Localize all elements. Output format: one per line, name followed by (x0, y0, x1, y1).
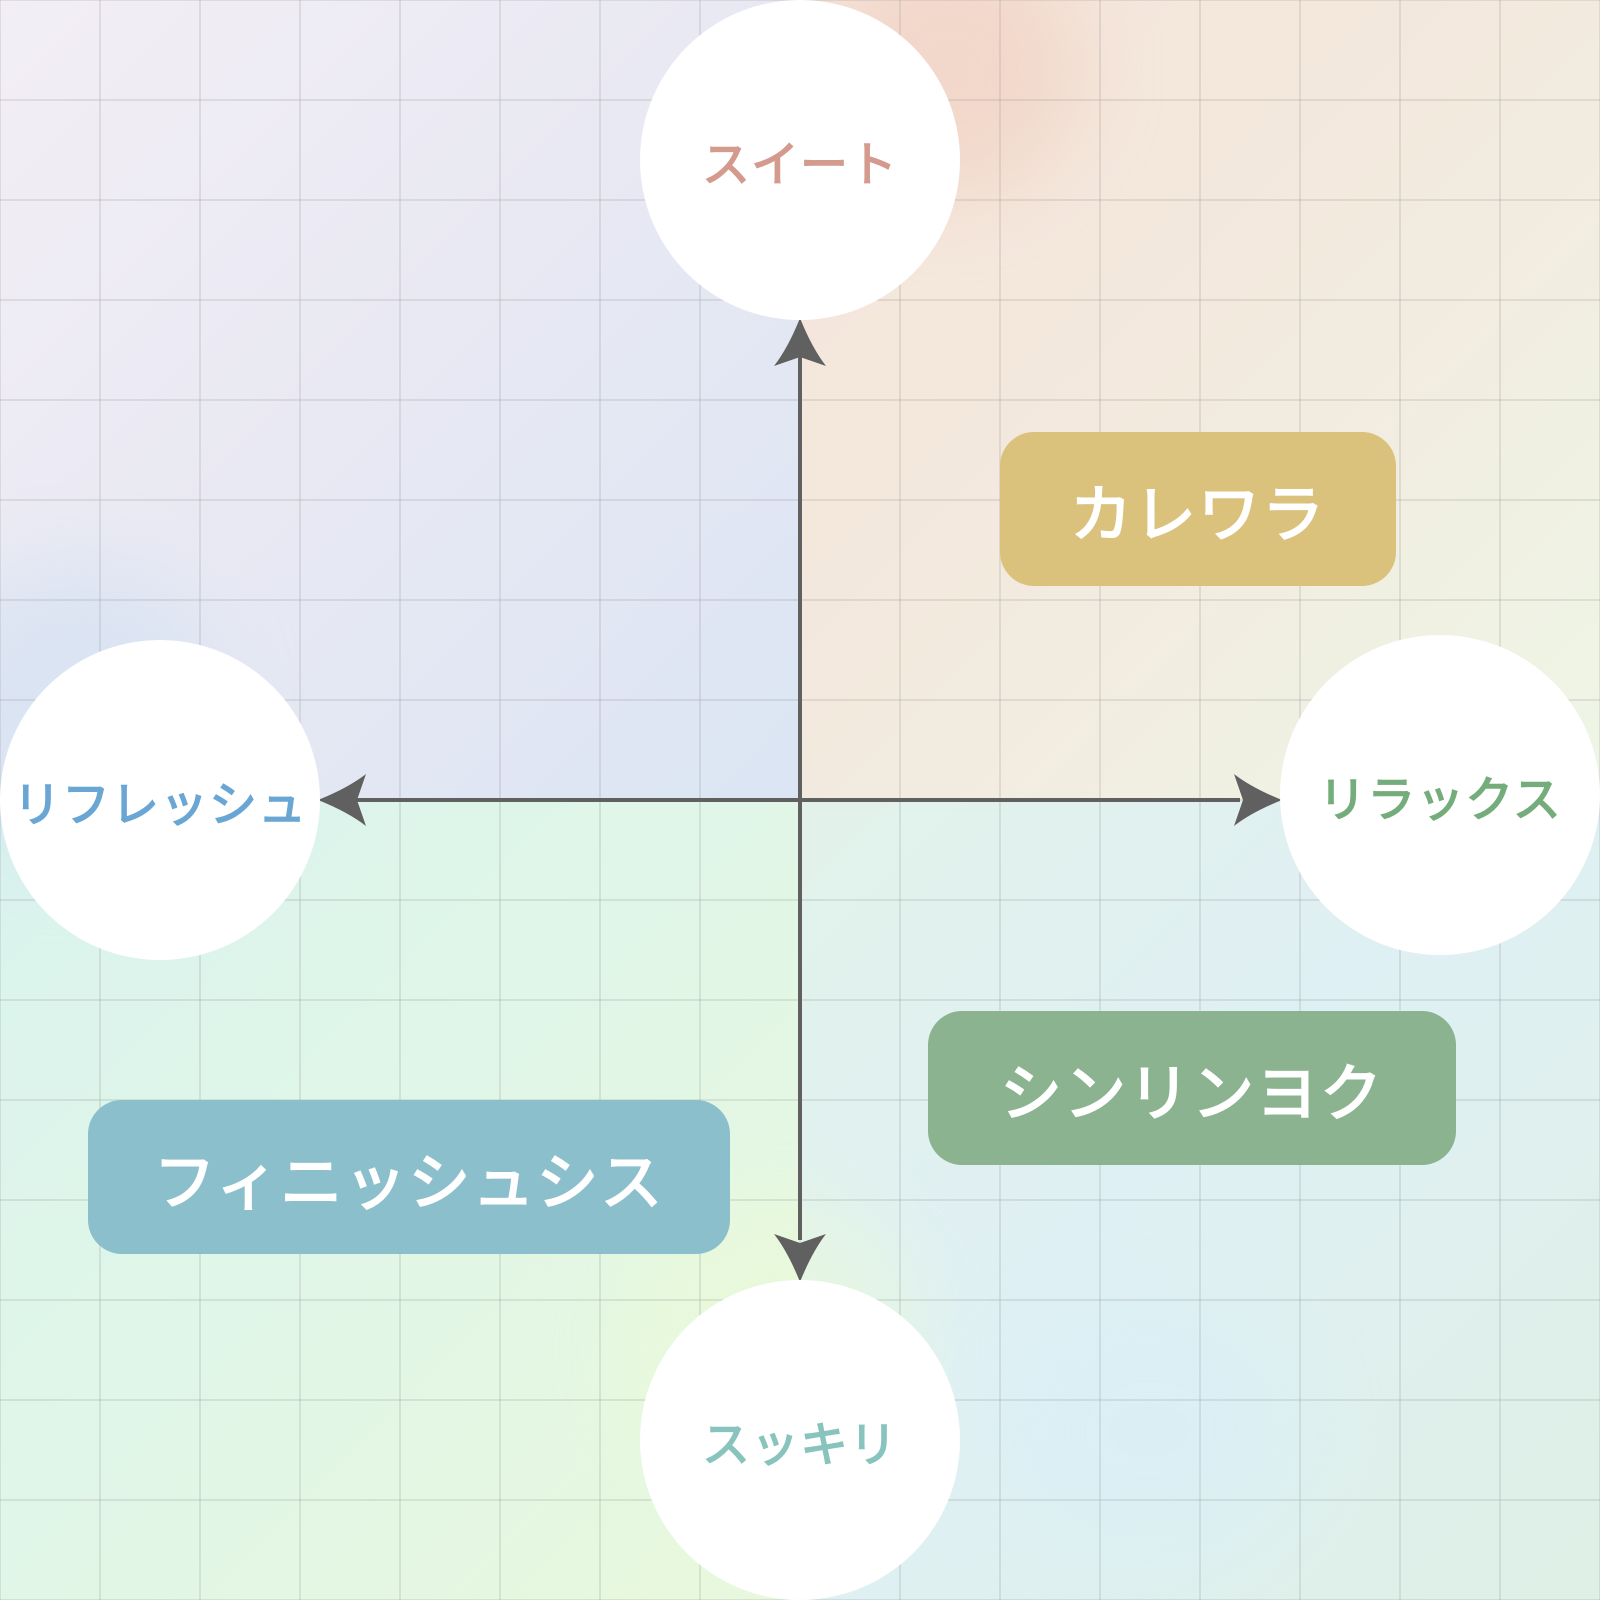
item-tag-shinrinyoku: シンリンヨク (928, 1011, 1456, 1165)
axis-label-bottom: スッキリ (640, 1280, 960, 1600)
item-tag-karewara: カレワラ (1000, 432, 1396, 586)
item-tag-finish: フィニッシュシス (88, 1100, 730, 1254)
background-glow (1000, 1300, 1300, 1560)
axis-label-left: リフレッシュ (0, 640, 320, 960)
axis-label-top: スイート (640, 0, 960, 320)
arrowhead-right-icon (1234, 774, 1282, 826)
arrowhead-down-icon (774, 1234, 826, 1282)
arrowhead-up-icon (774, 318, 826, 366)
arrowhead-left-icon (318, 774, 366, 826)
axis-label-right: リラックス (1280, 635, 1600, 955)
